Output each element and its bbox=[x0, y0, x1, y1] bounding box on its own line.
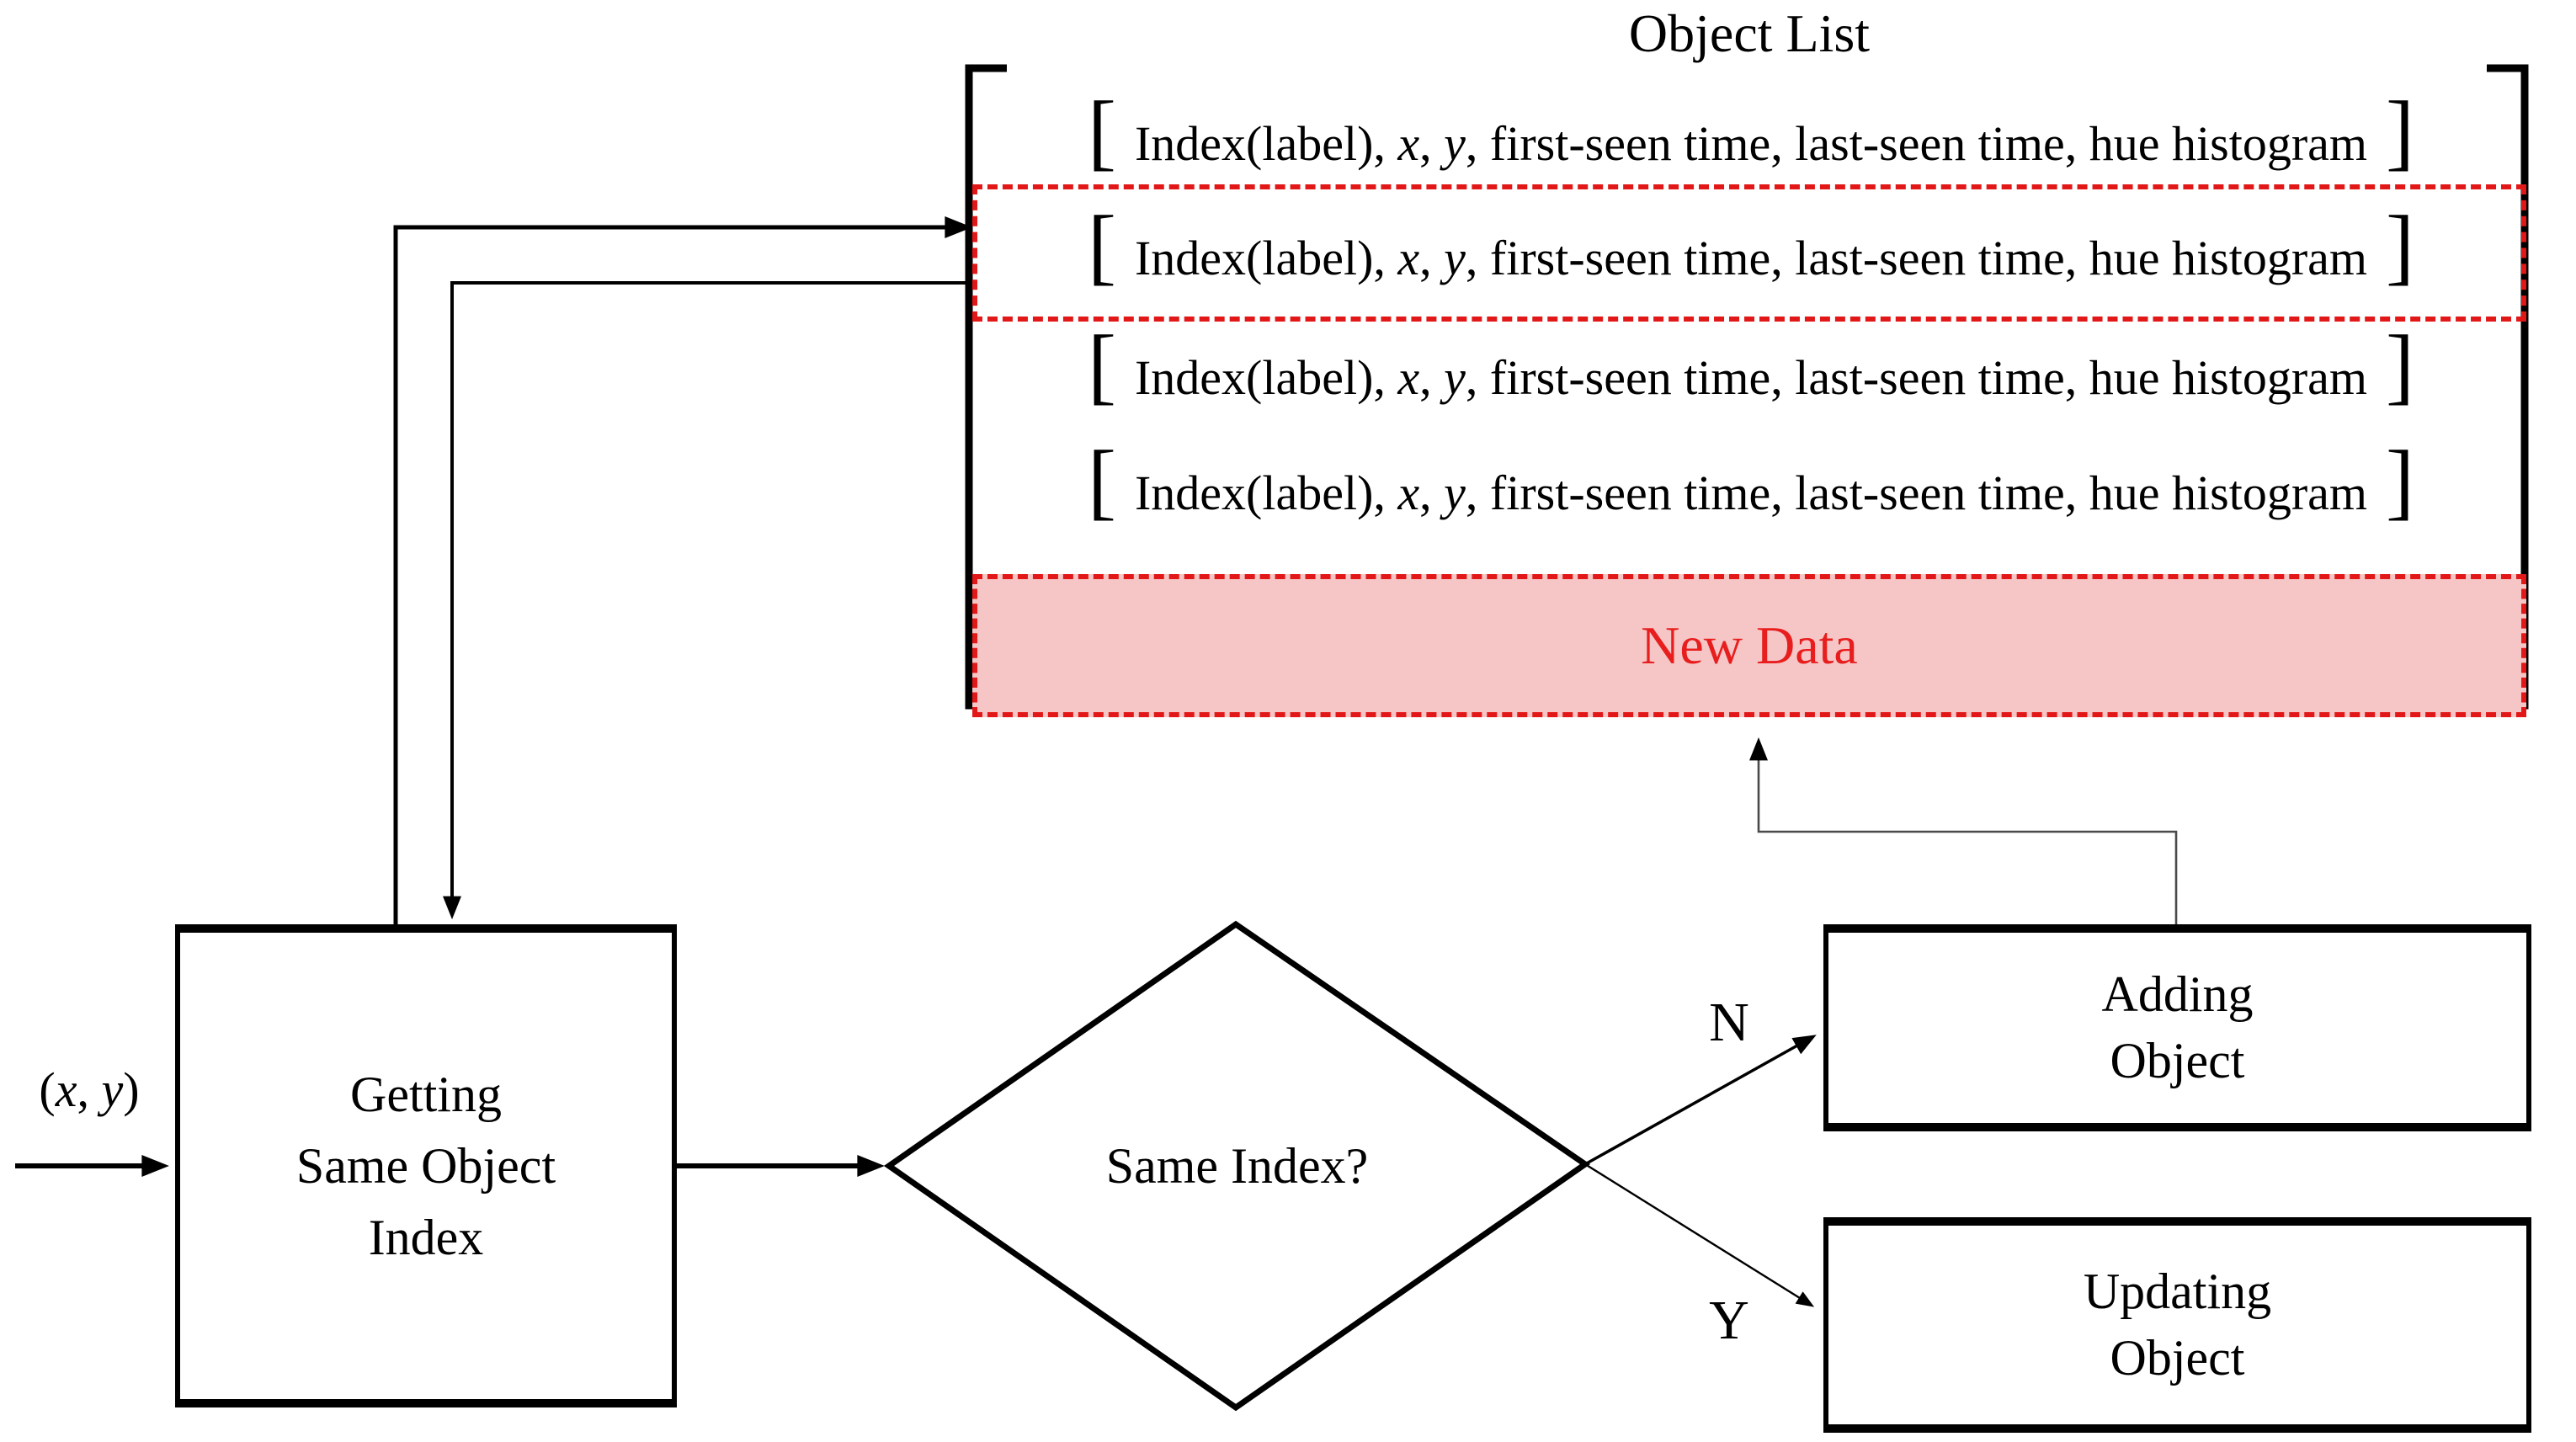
object-list-row: [ Index(label), x, y, first-seen time, la… bbox=[979, 85, 2523, 203]
row-text: , first-seen time, last-seen time, hue h… bbox=[1465, 350, 2367, 405]
row-text: , first-seen time, last-seen time, hue h… bbox=[1465, 231, 2367, 285]
row-separator: , bbox=[1419, 466, 1445, 520]
row-y-var: y bbox=[1444, 466, 1466, 520]
input-separator: , bbox=[77, 1062, 102, 1117]
decision-label: Same Index? bbox=[1105, 1138, 1369, 1194]
node-label-line: Getting bbox=[350, 1066, 502, 1122]
input-x-var: x bbox=[55, 1062, 77, 1117]
row-text: , first-seen time, last-seen time, hue h… bbox=[1465, 116, 2367, 171]
node-getting-same-object-index: Getting Same Object Index bbox=[175, 924, 677, 1407]
row-close-bracket: ] bbox=[2386, 318, 2414, 413]
node-label-line: Index bbox=[368, 1209, 484, 1265]
row-open-bracket: [ bbox=[1088, 199, 1116, 294]
object-list-row: [ Index(label), x, y, first-seen time, la… bbox=[979, 319, 2523, 437]
node-label-line: Object bbox=[2110, 1033, 2245, 1088]
arrow-branch-no bbox=[1584, 1035, 1817, 1166]
row-close-bracket: ] bbox=[2386, 199, 2414, 294]
highlighted-row-outline bbox=[972, 184, 2526, 322]
decision-diamond bbox=[883, 920, 1591, 1412]
new-data-label: New Data bbox=[1641, 615, 1858, 675]
row-x-var: x bbox=[1397, 231, 1420, 285]
arrow-adding-to-newdata bbox=[1749, 737, 2178, 924]
input-open-paren: ( bbox=[39, 1062, 56, 1117]
row-open-bracket: [ bbox=[1088, 318, 1116, 413]
input-close-paren: ) bbox=[123, 1062, 140, 1117]
node-label-line: Updating bbox=[2083, 1264, 2272, 1319]
node-adding-object: Adding Object bbox=[1823, 924, 2531, 1131]
branch-label-no: N bbox=[1709, 992, 1749, 1053]
row-x-var: x bbox=[1397, 466, 1420, 520]
input-y-var: y bbox=[101, 1062, 124, 1117]
object-list-title: Object List bbox=[1628, 3, 1871, 63]
arrow-getting-to-row bbox=[393, 216, 972, 924]
row-text: Index(label), bbox=[1134, 466, 1398, 520]
node-updating-object: Updating Object bbox=[1823, 1217, 2531, 1433]
row-text: , first-seen time, last-seen time, hue h… bbox=[1465, 466, 2367, 520]
node-label-line: Same Object bbox=[295, 1137, 556, 1194]
object-list-row-highlighted: [ Index(label), x, y, first-seen time, la… bbox=[979, 200, 2523, 317]
row-x-var: x bbox=[1397, 116, 1420, 171]
input-coordinates-label: (x, y) bbox=[7, 1062, 172, 1118]
row-x-var: x bbox=[1397, 350, 1420, 405]
row-separator: , bbox=[1419, 231, 1445, 285]
row-open-bracket: [ bbox=[1088, 434, 1116, 529]
branch-label-yes: Y bbox=[1709, 1290, 1749, 1351]
row-separator: , bbox=[1419, 116, 1445, 171]
row-y-var: y bbox=[1444, 231, 1466, 285]
row-y-var: y bbox=[1444, 116, 1466, 171]
row-text: Index(label), bbox=[1134, 231, 1398, 285]
new-data-entry: New Data bbox=[972, 574, 2526, 717]
arrow-branch-yes bbox=[1584, 1163, 1815, 1307]
row-close-bracket: ] bbox=[2386, 434, 2414, 529]
row-text: Index(label), bbox=[1134, 350, 1398, 405]
row-close-bracket: ] bbox=[2386, 84, 2414, 179]
object-list-row: [ Index(label), x, y, first-seen time, la… bbox=[979, 434, 2523, 552]
row-open-bracket: [ bbox=[1088, 84, 1116, 179]
node-label-line: Adding bbox=[2101, 966, 2254, 1022]
arrow-row-to-getting bbox=[443, 281, 972, 920]
row-separator: , bbox=[1419, 350, 1445, 405]
node-label-line: Object bbox=[2110, 1330, 2245, 1386]
row-y-var: y bbox=[1444, 350, 1466, 405]
row-text: Index(label), bbox=[1134, 116, 1398, 171]
